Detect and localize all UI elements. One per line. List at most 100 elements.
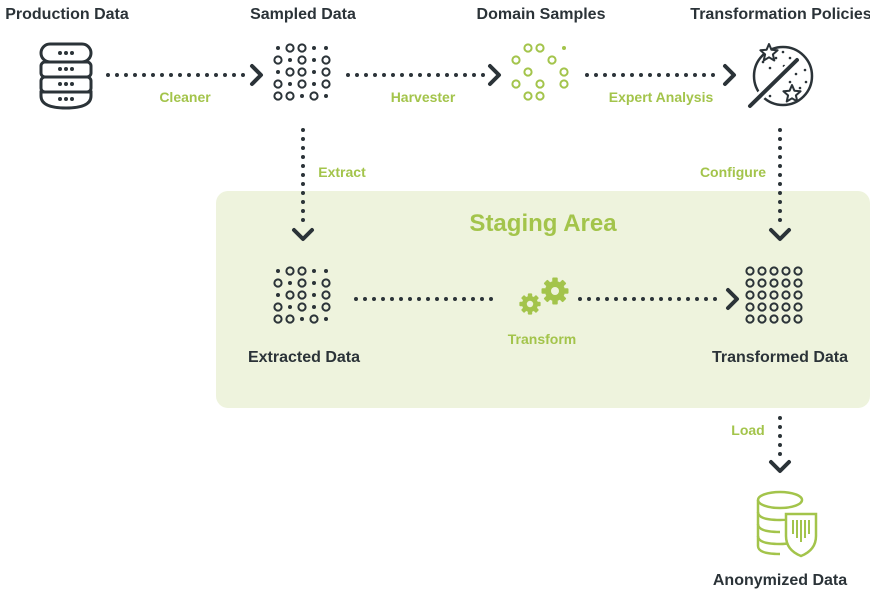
data-dot — [535, 79, 545, 89]
edge-label-configure: Configure — [699, 164, 767, 180]
database-icon — [39, 42, 93, 110]
data-dot — [273, 79, 283, 89]
data-dot — [288, 82, 292, 86]
data-dot — [745, 290, 755, 300]
arrowhead-down-icon — [292, 228, 314, 241]
data-dot — [312, 269, 316, 273]
arrowhead-down-icon — [769, 228, 791, 241]
data-dot — [309, 314, 319, 324]
arrowheads — [250, 64, 791, 473]
data-dot — [321, 67, 331, 77]
data-dot — [757, 302, 767, 312]
star-icon — [782, 84, 802, 103]
gear-icon — [519, 293, 541, 315]
arrowhead-right-icon — [723, 64, 736, 86]
data-dot — [288, 305, 292, 309]
data-dot — [297, 266, 307, 276]
data-dot — [769, 278, 779, 288]
data-dot — [285, 290, 295, 300]
data-dot — [769, 302, 779, 312]
data-dot — [288, 58, 292, 62]
node-title-production-data: Production Data — [5, 6, 129, 23]
data-dot — [523, 43, 533, 53]
data-dot — [535, 43, 545, 53]
data-dot — [312, 70, 316, 74]
data-dot — [312, 58, 316, 62]
node-title-sampled-data: Sampled Data — [250, 6, 356, 23]
domain-samples-icon — [511, 43, 569, 101]
data-dot — [769, 314, 779, 324]
node-title-anonymized-data: Anonymized Data — [712, 572, 848, 589]
data-dot — [781, 278, 791, 288]
magic-wand-icon — [745, 43, 814, 111]
data-dot — [312, 305, 316, 309]
data-dot — [300, 317, 304, 321]
data-dot — [757, 266, 767, 276]
node-title-extracted-data: Extracted Data — [247, 349, 361, 366]
data-dot — [285, 266, 295, 276]
data-dot — [745, 314, 755, 324]
data-dot — [297, 55, 307, 65]
node-title-domain-samples: Domain Samples — [476, 6, 606, 23]
arrowhead-right-icon — [488, 64, 501, 86]
data-dot — [745, 302, 755, 312]
data-dot — [547, 55, 557, 65]
secure-database-icon — [756, 490, 818, 558]
data-dot — [276, 293, 280, 297]
data-dot — [757, 314, 767, 324]
edge-label-expert-analysis: Expert Analysis — [608, 89, 714, 105]
data-dot — [559, 67, 569, 77]
data-dot — [309, 91, 319, 101]
data-dot — [781, 266, 791, 276]
staging-area-panel — [216, 191, 870, 408]
data-dot — [285, 43, 295, 53]
data-dot — [523, 67, 533, 77]
node-title-transformation-policies: Transformation Policies — [690, 6, 870, 23]
edge-label-cleaner: Cleaner — [159, 89, 211, 105]
data-dot — [273, 55, 283, 65]
data-dot — [757, 290, 767, 300]
data-dot — [312, 281, 316, 285]
edge-label-harvester: Harvester — [390, 89, 456, 105]
data-dot — [297, 43, 307, 53]
data-dot — [757, 278, 767, 288]
data-dot — [273, 314, 283, 324]
data-dot — [523, 91, 533, 101]
data-dot — [781, 314, 791, 324]
connectors — [106, 73, 782, 460]
data-dot — [297, 290, 307, 300]
data-dot — [276, 70, 280, 74]
data-dot — [769, 266, 779, 276]
data-dot — [321, 79, 331, 89]
data-dot — [297, 302, 307, 312]
data-dot — [273, 91, 283, 101]
data-dot — [321, 302, 331, 312]
gear-icon — [541, 277, 569, 305]
data-dot — [559, 79, 569, 89]
star-icon — [759, 43, 779, 62]
data-dot — [276, 269, 280, 273]
data-dot — [273, 278, 283, 288]
data-dot — [324, 269, 328, 273]
arrowhead-right-icon — [726, 288, 739, 310]
arrowhead-down-icon — [769, 460, 791, 473]
data-dot — [535, 91, 545, 101]
data-dot — [793, 302, 803, 312]
data-dot — [288, 281, 292, 285]
data-dot — [297, 278, 307, 288]
edge-label-extract: Extract — [318, 164, 366, 180]
arrowhead-right-icon — [250, 64, 263, 86]
data-dot — [300, 94, 304, 98]
sampled-data-icon — [273, 43, 331, 101]
data-dot — [511, 55, 521, 65]
data-dot — [285, 314, 295, 324]
transformed-data-icon — [745, 266, 803, 324]
data-dot — [562, 46, 566, 50]
data-dot — [324, 46, 328, 50]
data-dot — [297, 67, 307, 77]
data-dot — [781, 290, 791, 300]
staging-area-title: Staging Area — [469, 210, 617, 237]
data-dot — [769, 290, 779, 300]
data-dot — [793, 266, 803, 276]
